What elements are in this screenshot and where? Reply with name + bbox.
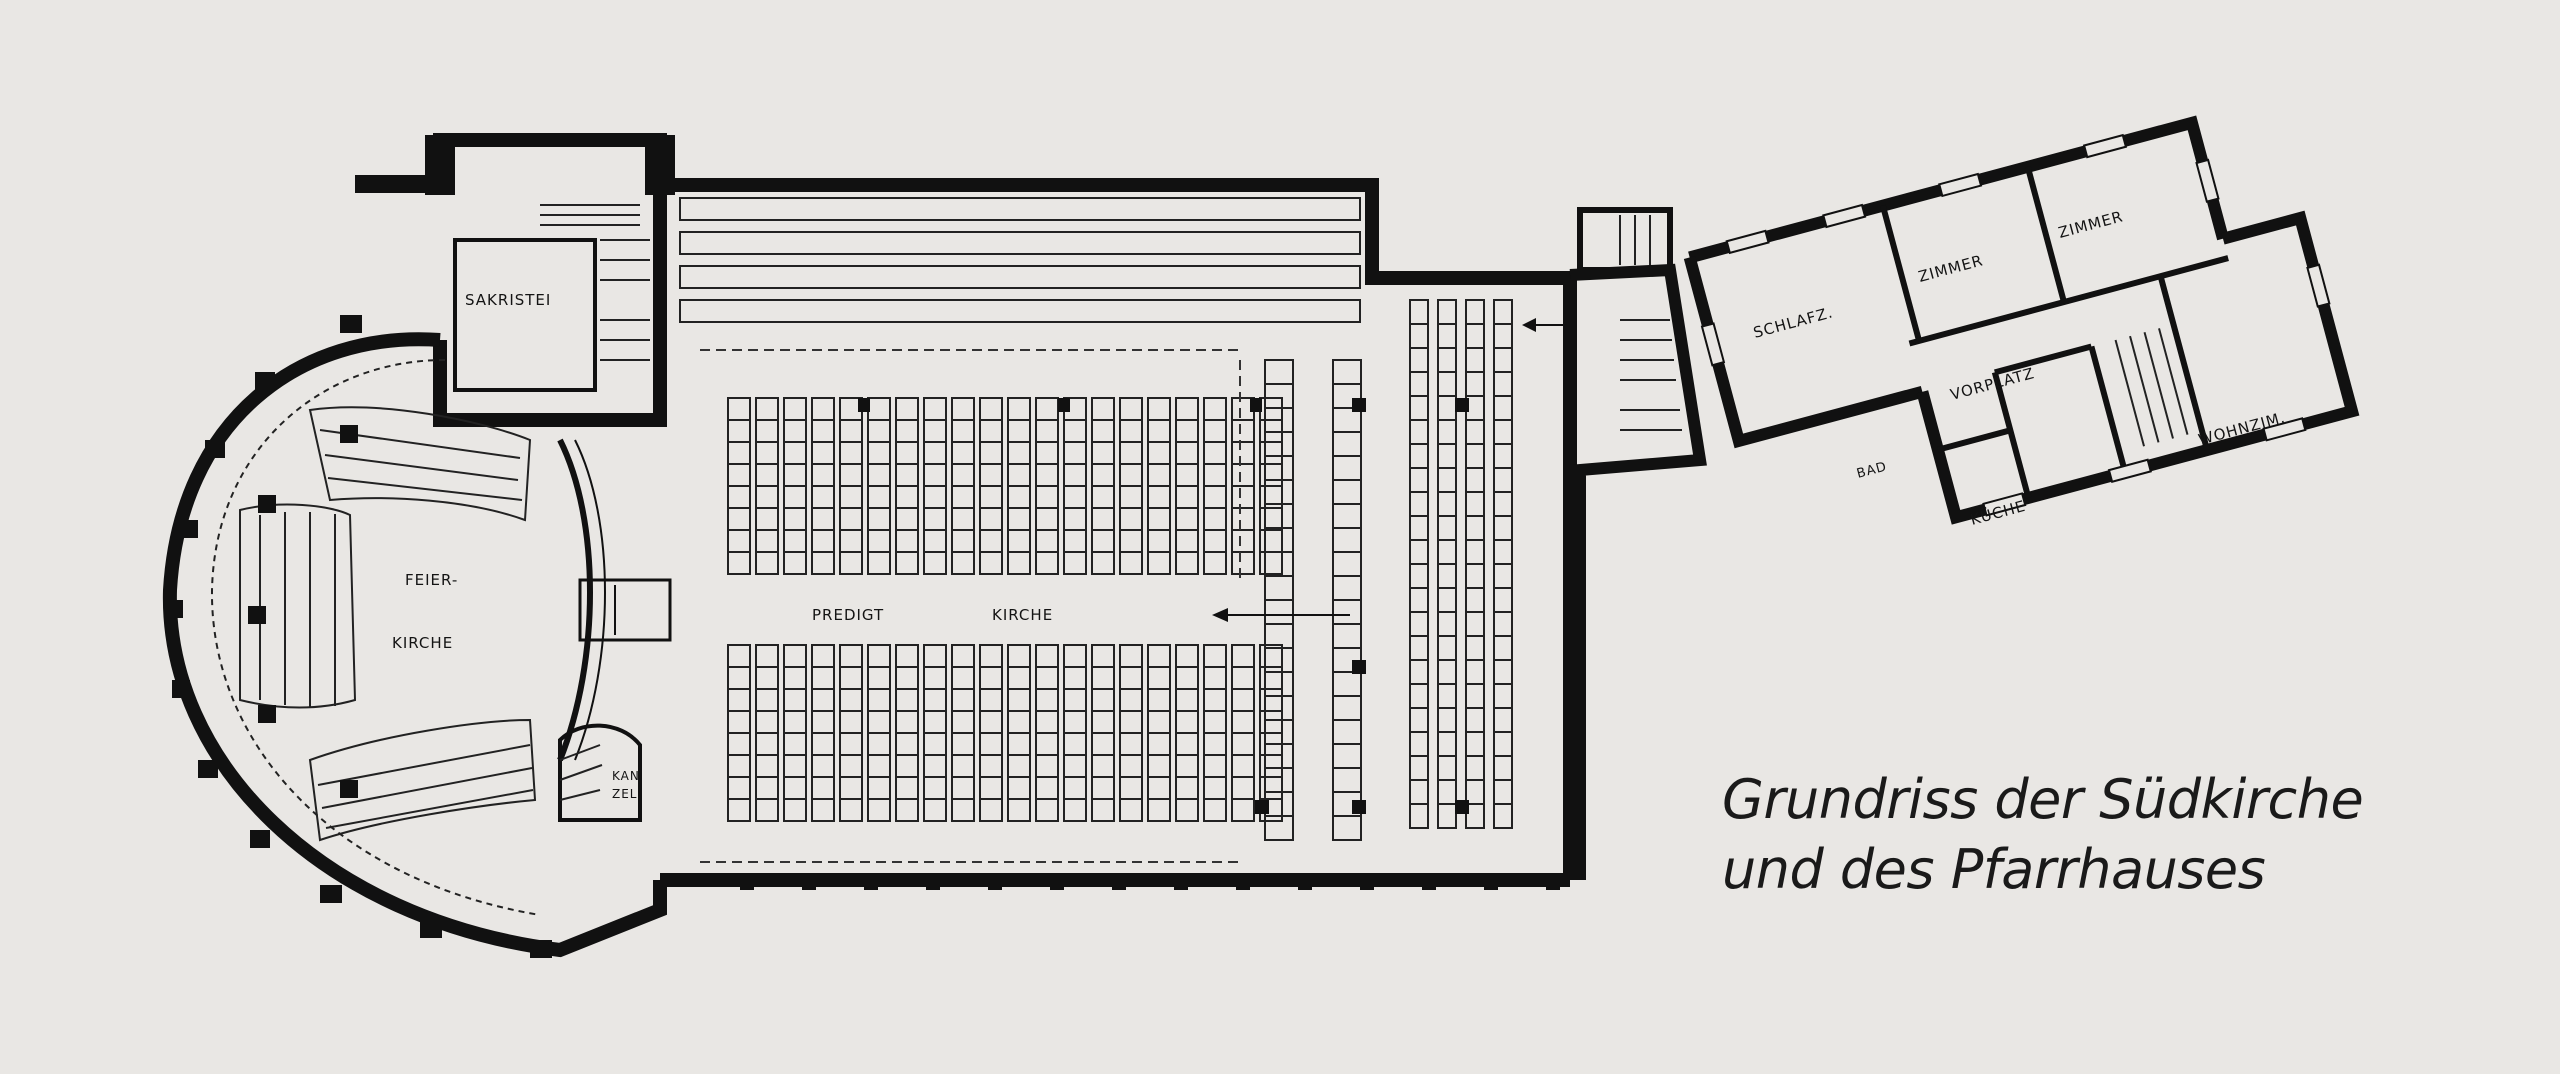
south-windows (740, 874, 1560, 890)
label-bad: BAD (1855, 459, 1889, 481)
nave-pews-north (727, 397, 1283, 575)
connector-stairs (1577, 207, 1682, 431)
caption: Grundriss der Südkirche und des Pfarrhau… (1722, 765, 2364, 905)
label-zimmer-b: ZIMMER (2056, 207, 2125, 242)
apse-inner-line (210, 359, 541, 916)
label-kirche: KIRCHE (992, 606, 1053, 624)
north-pews (679, 197, 1361, 323)
nave-columns (858, 398, 1262, 412)
tower-posts (355, 135, 675, 195)
altar (578, 578, 672, 642)
chancel-arc (557, 438, 593, 762)
label-sakristei: SAKRISTEI (465, 291, 551, 309)
apse-buttresses (165, 315, 552, 958)
feierkirche-columns (248, 425, 358, 798)
caption-line-2: und des Pfarrhauses (1722, 838, 2266, 901)
label-zimmer-a: ZIMMER (1916, 251, 1985, 286)
label-predigt: PREDIGT (812, 606, 884, 624)
feierkirche-pews (239, 406, 537, 842)
caption-line-1: Grundriss der Südkirche (1722, 768, 2364, 831)
church-walls (162, 133, 1577, 958)
sakristei-room (453, 238, 597, 392)
label-vorplatz: VORPLATZ (1948, 364, 2036, 404)
connector-walls (1569, 263, 1707, 880)
label-feier: FEIER- (405, 571, 458, 589)
label-kanzel-2: ZEL (612, 787, 638, 801)
kanzel-stairs (558, 723, 642, 822)
parsonage (1683, 115, 2360, 525)
east-pews (1264, 299, 1513, 841)
nave-dashes (700, 349, 1241, 863)
sakristei-stairs (540, 204, 650, 361)
east-columns (1255, 398, 1469, 814)
label-kanzel-1: KAN (612, 769, 640, 783)
nave-pews-south (727, 644, 1283, 822)
label-feierkirche: KIRCHE (392, 634, 453, 652)
label-schlafz: SCHLAFZ. (1751, 303, 1835, 342)
